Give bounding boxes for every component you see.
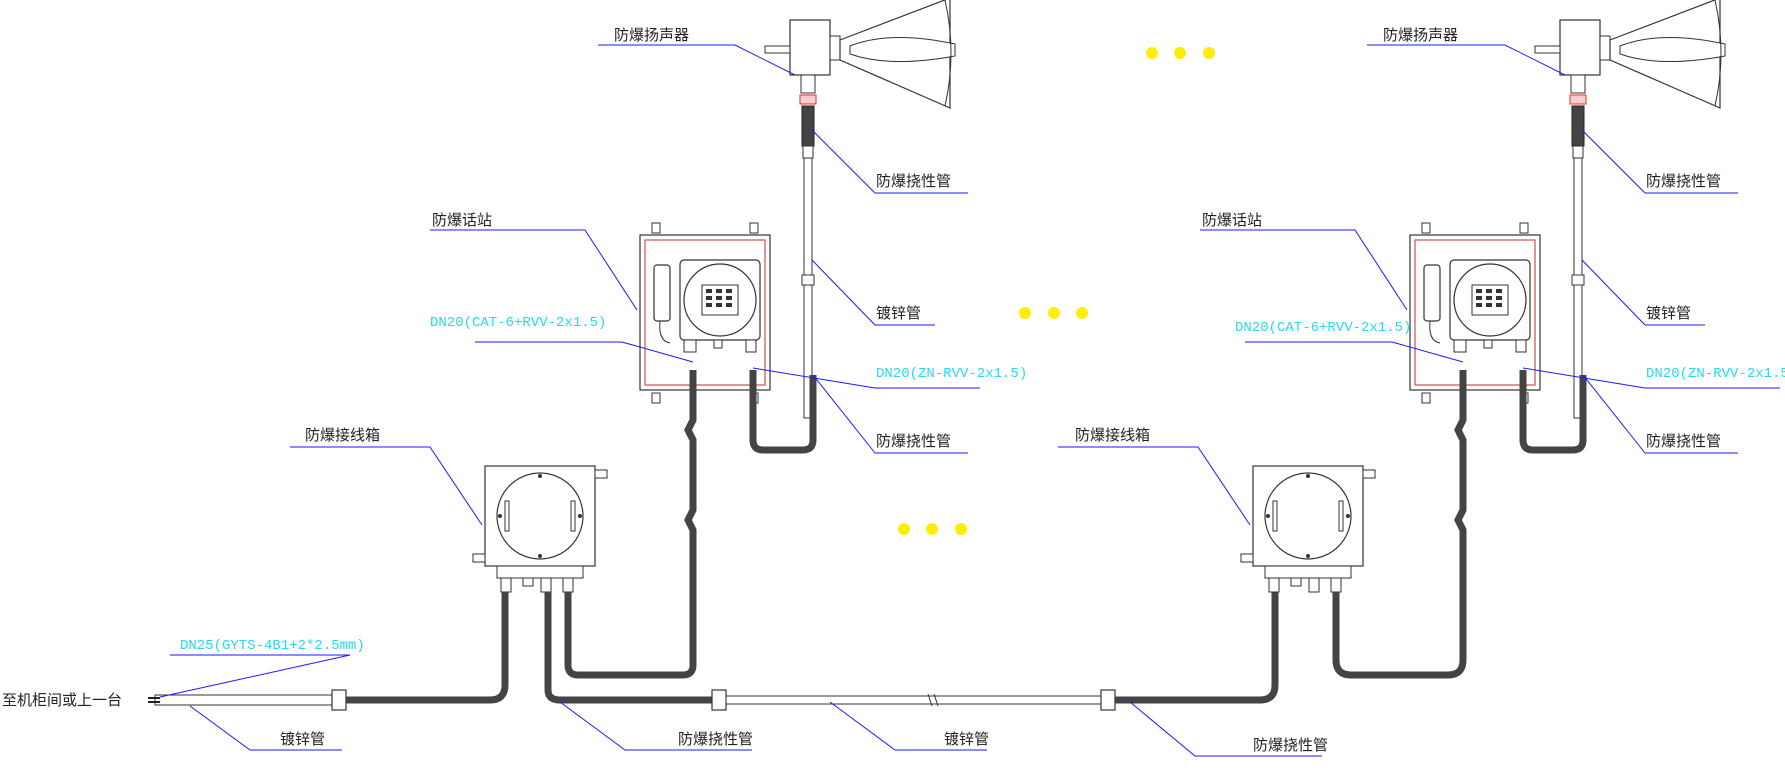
labels: 防爆扬声器 防爆挠性管 防爆话站 镀锌管 DN20(CAT-6+RVV-2x1.… xyxy=(2,26,1785,754)
break-mark xyxy=(927,693,939,707)
ellipsis-top xyxy=(1146,47,1215,59)
label-galv-pipe-1: 镀锌管 xyxy=(876,304,921,322)
spec-trunk-cable: DN25(GYTS-4B1+2*2.5mm) xyxy=(180,638,365,654)
speaker-2 xyxy=(1534,0,1726,419)
label-galv-pipe-4: 镀锌管 xyxy=(1646,304,1691,322)
label-phone-station-2: 防爆话站 xyxy=(1202,211,1262,229)
label-flex-pipe-4: 防爆挠性管 xyxy=(1253,736,1328,754)
spec-phone-cable-1: DN20(CAT-6+RVV-2x1.5) xyxy=(430,315,606,331)
spec-speaker-cable-1: DN20(ZN-RVV-2x1.5) xyxy=(876,366,1027,382)
label-flex-pipe-2: 防爆挠性管 xyxy=(876,432,951,450)
junction-box-1 xyxy=(472,465,608,593)
label-flex-pipe-5: 防爆挠性管 xyxy=(1646,172,1721,190)
flex-pipe-station-right xyxy=(749,370,817,454)
spec-phone-cable-2: DN20(CAT-6+RVV-2x1.5) xyxy=(1235,320,1411,336)
label-junction-box-1: 防爆接线箱 xyxy=(305,426,380,444)
label-junction-box-2: 防爆接线箱 xyxy=(1075,426,1150,444)
speaker-1 xyxy=(764,0,956,419)
flex-pipe-station-right-2 xyxy=(1519,370,1587,454)
ellipsis-middle xyxy=(1019,307,1088,319)
trunk-coupler-2 xyxy=(1100,689,1116,711)
trunk-to-box-2 xyxy=(1115,592,1279,704)
label-galv-pipe-2: 镀锌管 xyxy=(280,730,325,748)
right-group xyxy=(1240,0,1726,679)
trunk-box-out xyxy=(544,592,712,704)
trunk-coupler-1 xyxy=(711,689,727,711)
ellipsis-bottom xyxy=(898,523,967,535)
label-speaker-2: 防爆扬声器 xyxy=(1383,26,1458,44)
spec-speaker-cable-2: DN20(ZN-RVV-2x1.5) xyxy=(1646,366,1785,382)
label-flex-pipe-3: 防爆挠性管 xyxy=(678,730,753,748)
trunk-incoming xyxy=(148,592,509,711)
trunk-middle-pipe xyxy=(725,695,1102,705)
label-flex-pipe-1: 防爆挠性管 xyxy=(876,172,951,190)
label-to-cabinet: 至机柜间或上一台 xyxy=(2,691,122,709)
label-galv-pipe-3: 镀锌管 xyxy=(944,730,989,748)
label-flex-pipe-6: 防爆挠性管 xyxy=(1646,432,1721,450)
left-group xyxy=(148,0,1279,711)
flex-pipe-station-down xyxy=(684,370,697,575)
label-phone-station-1: 防爆话站 xyxy=(432,211,492,229)
flex-pipe-station-to-box xyxy=(564,575,697,679)
leader-lines xyxy=(159,44,1780,757)
flex-pipe-station-down-2 xyxy=(1332,370,1467,679)
label-speaker-1: 防爆扬声器 xyxy=(614,26,689,44)
junction-box-2 xyxy=(1240,465,1376,593)
